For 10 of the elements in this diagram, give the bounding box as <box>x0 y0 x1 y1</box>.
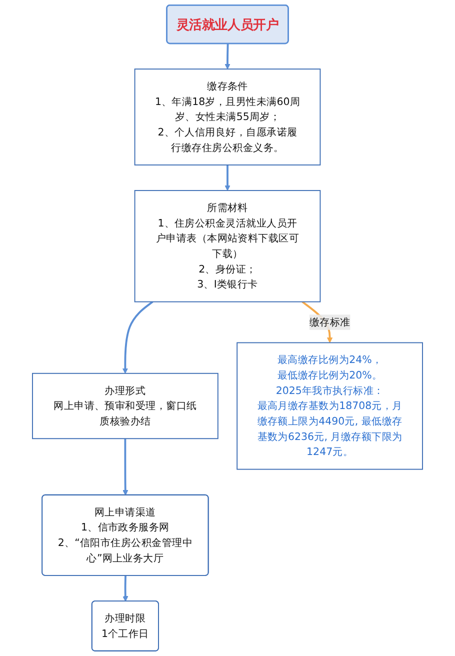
arrow <box>224 164 230 191</box>
arrow <box>122 301 154 374</box>
arrow <box>224 44 230 70</box>
node-box: 缴存条件 1、年满18岁，且男性未满60周岁、女性未满55周岁； 2、个人信用良好，自愿承诺履行缴存住房公积金义务。 <box>134 68 321 166</box>
node-box: 最高缴存比例为24%， 最低缴存比例为20%。 2025年我市执行标准： 最高月缴存基数为18708元，月缴存额上限为4490元, 最低缴存基数为6236元, 月缴存额下限为1247元。 <box>236 342 423 470</box>
edge-label: 缴存标准 <box>309 316 350 328</box>
arrow <box>122 576 128 602</box>
node-box: 所需材料 1、住房公积金灵活就业人员开户申请表（本网站资料下载区可下载） 2、身份证； 3、Ⅰ类银行卡 <box>134 190 321 302</box>
arrow <box>122 438 128 496</box>
node-box: 办理形式 网上申请、预审和受理，窗口纸质核验办结 <box>32 372 218 440</box>
